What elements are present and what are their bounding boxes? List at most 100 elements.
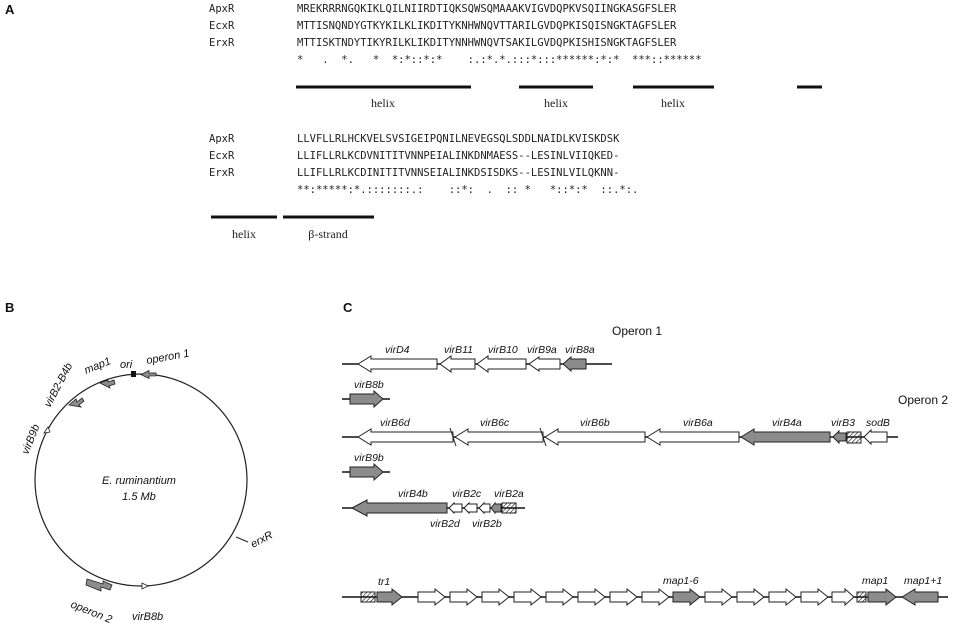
virB6c-arrow [454, 428, 544, 446]
map-gene-arrow [736, 587, 765, 607]
operon1-title: Operon 1 [612, 324, 662, 338]
virB9b-marker [43, 426, 51, 434]
seq-row: MTTISNQNDYGTKYKILKLIKDITYKNHWNQVTTARILGV… [297, 20, 677, 32]
virB4a-arrow [740, 428, 831, 446]
virB2d-arrow [448, 501, 463, 515]
gene-label: virB11 [444, 344, 473, 356]
virB4b-arrow [350, 499, 448, 517]
virB8b-track: virB8b [342, 379, 390, 409]
genome-size: 1.5 Mb [122, 491, 156, 503]
map-gene-arrow [417, 587, 446, 607]
map1-arrow [99, 379, 116, 389]
gene-label: virB9a [527, 344, 557, 356]
map-gene-arrow [577, 587, 606, 607]
gene-label: virB4b [398, 488, 428, 500]
alignment-block-1: ApxR MREKRRRNGQKIKLQILNIIRDTIQKSQWSQMAAA… [209, 3, 822, 110]
hatched-block [856, 591, 867, 603]
seq-row: LLVFLLRLHCKVELSVSIGEIPQNILNEVEGSQLSDDLNA… [297, 133, 620, 145]
helix-label: helix [661, 96, 685, 110]
operon2-arrow [85, 578, 113, 592]
helix-label: helix [544, 96, 568, 110]
helix-label: helix [371, 96, 395, 110]
hatched-block [501, 502, 517, 514]
erxR-tick [235, 536, 249, 543]
virD4-arrow [357, 355, 438, 373]
gene-label: virB8b [354, 379, 384, 391]
seq-name: ApxR [209, 133, 235, 145]
gene-label: map1+1 [904, 575, 942, 587]
virB8b-marker [141, 582, 149, 590]
operon1-track: Operon 1 virD4 virB11 virB10 virB9a virB… [342, 324, 662, 373]
map-gene-arrows [417, 587, 855, 607]
map1-arrow [867, 587, 897, 607]
gene-label: virD4 [385, 344, 410, 356]
virB2-B4b-arrow [68, 397, 85, 408]
map-gene-arrow [449, 587, 478, 607]
map-gene-arrow [768, 587, 797, 607]
consensus-row: * . *. * *:*::*:* :.:*.*.:::*:::******:*… [297, 54, 702, 66]
operon1-arrow [140, 369, 157, 380]
alignment-block-2: ApxR LLVFLLRLHCKVELSVSIGEIPQNILNEVEGSQLS… [209, 133, 638, 241]
virB3-arrow [832, 429, 847, 445]
virB6a-arrow [646, 428, 740, 446]
gene-label: virB2b [472, 518, 502, 530]
virB8b-arrow [349, 389, 384, 409]
panel-label-a: A [5, 2, 15, 17]
map-gene-arrow [545, 587, 574, 607]
seq-name: ErxR [209, 167, 235, 179]
map-gene-arrow [704, 587, 733, 607]
seq-name: EcxR [209, 150, 235, 162]
map-cluster-track: tr1 map1-6 map1 map1+1 [342, 575, 948, 607]
gene-label: virB8a [565, 344, 595, 356]
seq-row: LLIFLLRLKCDVNITITVNNPEIALINKDNMAESS--LES… [297, 150, 619, 162]
gene-label: virB6d [380, 417, 411, 429]
helix-label: helix [232, 227, 256, 241]
map-gene-arrow [831, 587, 855, 607]
virB2a-arrow [490, 501, 502, 515]
seq-row: LLIFLLRLKCDINITITVNNSEIALINKDSISDKS--LES… [297, 167, 619, 179]
hatched-block [360, 591, 376, 603]
gene-label: virB4a [772, 417, 802, 429]
operon2-label: operon 2 [69, 599, 114, 626]
gene-label: virB6b [580, 417, 610, 429]
genome-circle [34, 373, 248, 587]
virB9a-arrow [528, 356, 561, 372]
hatched-block [846, 431, 862, 444]
virB9b-track: virB9b [342, 452, 390, 482]
virB8a-arrow [562, 355, 587, 373]
virB6b-arrow [544, 428, 646, 446]
map-gene-arrow [609, 587, 638, 607]
virB8b-label: virB8b [132, 611, 163, 623]
panel-label-b: B [5, 300, 14, 315]
erxR-label: erxR [249, 529, 275, 551]
virB11-arrow [439, 355, 476, 373]
genome-map: E. ruminantium 1.5 Mb ori operon 1 map1 … [20, 348, 275, 626]
sodB-arrow [863, 428, 888, 446]
gene-label: virB6a [683, 417, 713, 429]
gene-label: virB10 [488, 344, 518, 356]
gene-label: map1 [862, 575, 888, 587]
gene-label: virB2a [494, 488, 524, 500]
map-gene-arrow [513, 587, 542, 607]
virB2b-arrow [478, 501, 491, 515]
map1-plus1-arrow [901, 588, 939, 606]
ori-label: ori [120, 359, 133, 371]
virB4b-track: virB4b virB2c virB2a virB2d virB2b [342, 488, 525, 530]
map1-6-arrow [672, 587, 701, 607]
gene-label: virB3 [831, 417, 855, 429]
gene-label: map1-6 [663, 575, 699, 587]
map-gene-arrow [641, 587, 670, 607]
panel-label-c: C [343, 300, 353, 315]
consensus-row: **:*****:*.:::::::.: ::*: . :: * *::*:* … [297, 184, 638, 196]
gene-label: virB6c [480, 417, 510, 429]
virB2c-arrow [463, 501, 478, 515]
operon1-label: operon 1 [145, 348, 190, 367]
seq-row: MREKRRRNGQKIKLQILNIIRDTIQKSQWSQMAAAKVIGV… [297, 3, 677, 15]
strand-label: β-strand [308, 227, 347, 241]
tr1-arrow [376, 587, 403, 607]
break-mark [449, 427, 457, 447]
map1-label: map1 [83, 355, 113, 376]
seq-row: MTTISKTNDYTIKYRILKLIKDITYNNHWNQVTSAKILGV… [297, 37, 677, 49]
operon2-title: Operon 2 [898, 393, 948, 407]
